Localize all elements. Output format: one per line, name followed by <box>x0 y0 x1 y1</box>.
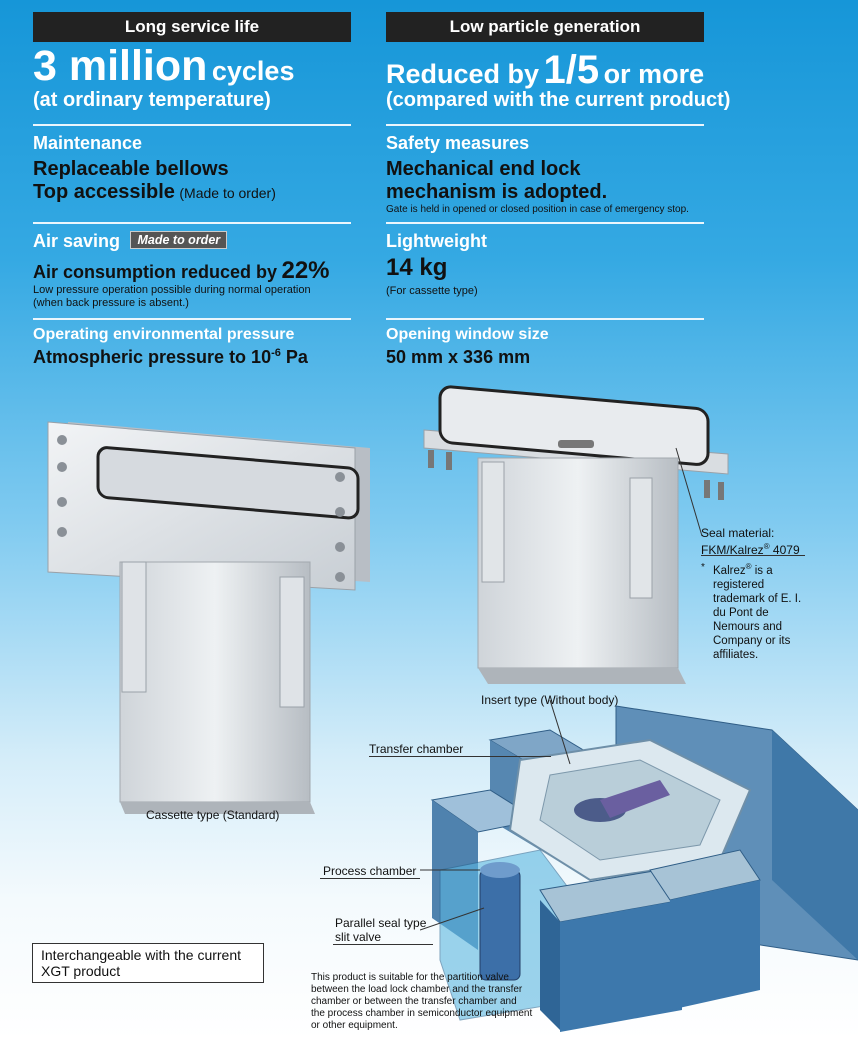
air-percent: 22% <box>281 257 330 284</box>
seal-underline <box>701 555 805 556</box>
trademark-text: is a registered trademark of E. I. du Po… <box>713 564 802 661</box>
window-size-value: 50 mm x 336 mm <box>386 347 531 367</box>
insert-caption: Insert type (Without body) <box>481 693 619 707</box>
parallel-underline <box>333 944 433 945</box>
trademark-reg: ® <box>745 562 752 571</box>
cassette-caption: Cassette type (Standard) <box>146 808 280 822</box>
parallel-seal-label-1: Parallel seal type <box>335 916 427 930</box>
env-unit: Pa <box>280 347 308 367</box>
air-note-1: Low pressure operation possible during n… <box>33 284 311 296</box>
transfer-chamber-label: Transfer chamber <box>369 742 464 756</box>
transfer-underline <box>369 756 551 757</box>
seal-value: FKM/Kalrez® 4079 <box>701 540 800 557</box>
lightweight-title: Lightweight <box>386 231 487 251</box>
seal-grade: 4079 <box>769 543 800 557</box>
window-size-title: Opening window size <box>386 326 549 343</box>
or-more: or more <box>603 59 705 89</box>
env-exponent: -6 <box>271 347 281 359</box>
safety-line1: Mechanical end lock <box>386 158 581 180</box>
particle-headline: Reduced by 1/5 or more <box>386 48 704 101</box>
env-pressure-text: Atmospheric pressure to 10 <box>33 347 272 367</box>
cassette-valve-image <box>47 421 370 814</box>
made-to-order-badge: Made to order <box>130 231 228 249</box>
trademark-brand: Kalrez <box>713 564 746 577</box>
maintenance-line1: Replaceable bellows <box>33 158 229 180</box>
process-underline <box>320 878 420 879</box>
air-saving-heading: Air saving Made to order <box>33 231 228 252</box>
air-note-2: (when back pressure is absent.) <box>33 297 189 309</box>
reduced-by: Reduced by <box>386 59 540 89</box>
chamber-system-image <box>420 700 858 1032</box>
cycles-number: 3 million <box>33 42 208 90</box>
top-accessible: Top accessible <box>33 181 175 203</box>
parallel-seal-label-2: slit valve <box>335 930 382 944</box>
safety-note: Gate is held in opened or closed positio… <box>386 204 689 215</box>
safety-line2: mechanism is adopted. <box>386 181 608 203</box>
air-consumption-line: Air consumption reduced by 22% <box>33 257 330 285</box>
made-to-order-note: (Made to order) <box>179 185 276 201</box>
air-consumption-text: Air consumption reduced by <box>33 262 278 282</box>
env-pressure-title: Operating environmental pressure <box>33 326 295 343</box>
cycles-headline: 3 million cycles <box>33 44 294 98</box>
maintenance-title: Maintenance <box>33 133 143 153</box>
maintenance-line2: Top accessible (Made to order) <box>33 181 276 204</box>
safety-title: Safety measures <box>386 133 530 153</box>
divider <box>33 318 351 320</box>
air-saving-title: Air saving <box>33 231 121 251</box>
env-pressure-value: Atmospheric pressure to 10-6 Pa <box>33 347 308 368</box>
cycles-unit: cycles <box>211 56 295 86</box>
cycles-subtitle: (at ordinary temperature) <box>33 89 271 111</box>
lightweight-value: 14 kg <box>386 254 448 281</box>
interchangeable-line-1: Interchangeable with the current <box>41 947 242 963</box>
reg-mark: ® <box>763 542 770 551</box>
lightweight-note: (For cassette type) <box>386 285 478 297</box>
interchangeable-line-2: XGT product <box>41 963 121 979</box>
process-chamber-label: Process chamber <box>323 864 417 878</box>
divider <box>33 124 351 126</box>
divider <box>386 124 704 126</box>
one-fifth: 1/5 <box>543 48 600 92</box>
divider <box>33 222 351 224</box>
particle-subtitle: (compared with the current product) <box>386 89 731 111</box>
asterisk: * <box>701 562 705 573</box>
seal-material: FKM/Kalrez <box>701 543 764 557</box>
divider <box>386 222 704 224</box>
trademark-note: Kalrez® is a registered trademark of E. … <box>713 560 813 662</box>
interchangeable-box: Interchangeable with the current XGT pro… <box>32 943 264 983</box>
divider <box>386 318 704 320</box>
seal-label: Seal material: <box>701 526 775 540</box>
long-service-life-header: Long service life <box>33 12 351 42</box>
insert-valve-image <box>423 385 729 684</box>
low-particle-header: Low particle generation <box>386 12 704 42</box>
suitable-note: This product is suitable for the partiti… <box>311 972 533 1031</box>
